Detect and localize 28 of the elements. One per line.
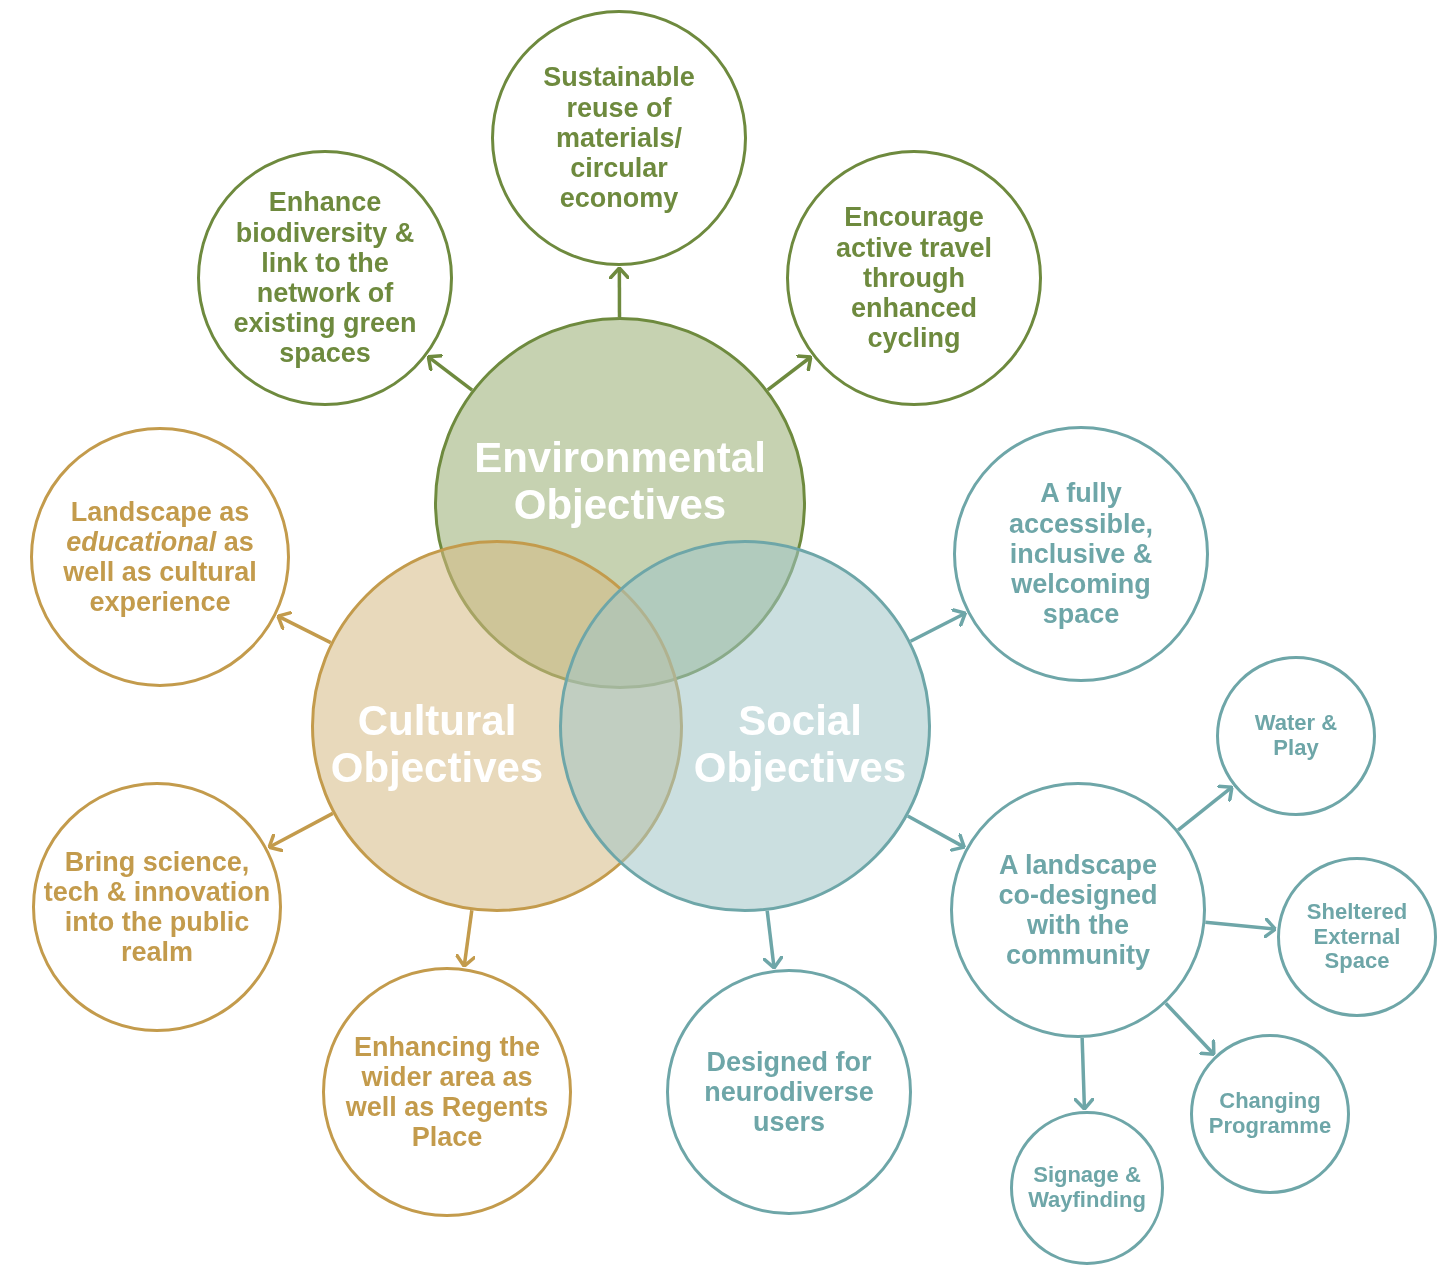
- goal-text: Enhance biodiversity & link to the network of existing green spaces: [232, 187, 418, 369]
- goal-text: Signage & Wayfinding: [1027, 1163, 1147, 1213]
- arrow: [608, 266, 631, 317]
- goal-text: Bring science, tech & innovation into the public realm: [42, 846, 272, 968]
- arrow: [426, 354, 474, 392]
- objective-title: Cultural Objectives: [329, 696, 545, 792]
- arrow: [909, 608, 968, 643]
- goal-text: Water & Play: [1253, 711, 1339, 761]
- goal-text: A landscape co-designed with the community: [997, 849, 1159, 971]
- arrow: [276, 610, 332, 645]
- arrow: [1176, 784, 1234, 832]
- arrow: [1164, 1002, 1216, 1057]
- goal-text: Changing Programme: [1207, 1089, 1333, 1139]
- goal-text: Enhancing the wider area as well as Regents Place: [344, 1031, 550, 1153]
- arrow: [1205, 917, 1278, 939]
- goal-text: A fully accessible, inclusive & welcoming space: [1007, 478, 1155, 630]
- goal-text: Landscape as educational as well as cultural experience: [62, 496, 258, 618]
- arrow: [906, 814, 966, 852]
- arrow: [454, 910, 477, 968]
- goal-text: Designed for neurodiverse users: [703, 1046, 875, 1138]
- goal-text: Sustainable reuse of materials/ circular economy: [542, 62, 696, 214]
- arrow: [1073, 1037, 1095, 1111]
- arrow: [267, 811, 334, 853]
- goal-text: Sheltered External Space: [1305, 900, 1409, 974]
- objective-title: Environmental Objectives: [473, 433, 767, 529]
- arrow: [766, 354, 813, 392]
- goal-text: Encourage active travel through enhanced cycling: [834, 202, 994, 354]
- arrow: [762, 910, 784, 970]
